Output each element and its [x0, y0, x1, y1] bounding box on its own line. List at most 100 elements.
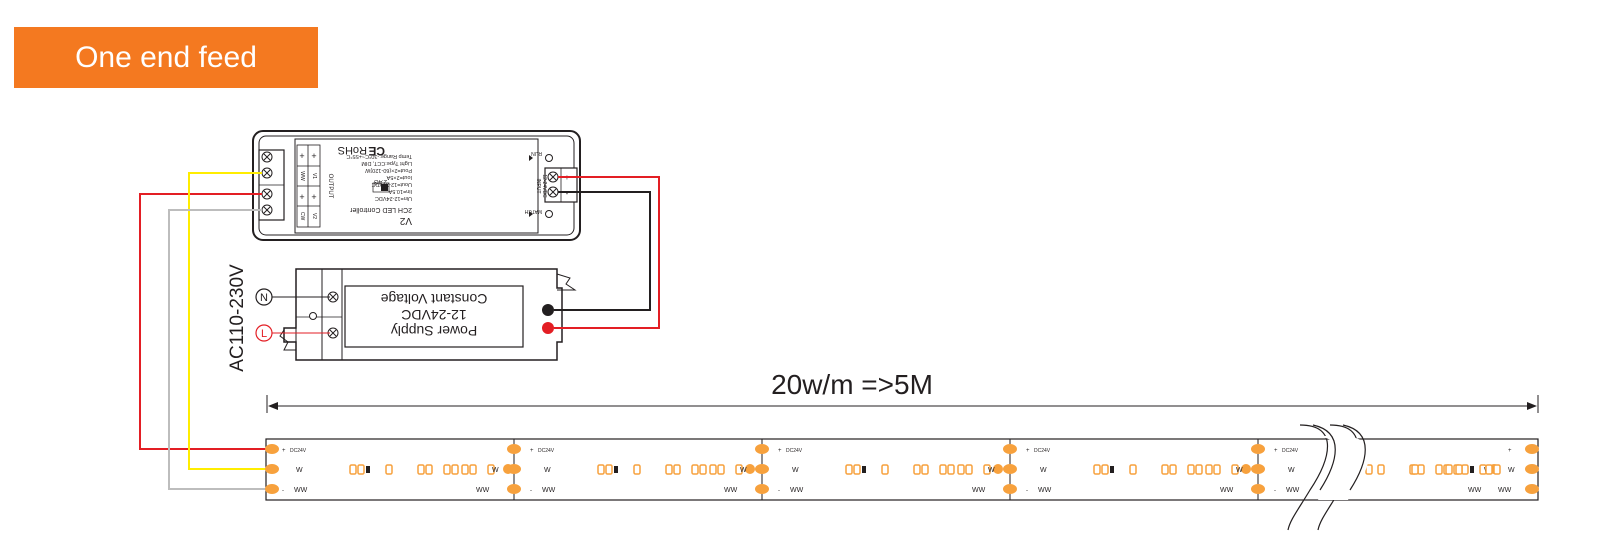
led-chip [443, 464, 451, 475]
led-chip [1411, 464, 1419, 475]
pad-w-label: W [1288, 467, 1295, 474]
led-pad-dot [745, 464, 755, 474]
solder-pad [755, 444, 769, 454]
led-chip [1195, 464, 1203, 475]
led-chip [451, 464, 459, 475]
input-label: INPUT [535, 179, 541, 194]
live-label: L [261, 328, 267, 340]
led-pad-dot [993, 464, 1003, 474]
output-plus-1: + [299, 151, 304, 161]
run-arrow-icon [529, 211, 533, 217]
ac-input: AC110-230V N L [227, 264, 330, 372]
solder-pad [507, 444, 521, 454]
led-chip [845, 464, 853, 475]
psu-label-text: Power Supply 12-24VDC Constant Voltage [380, 291, 487, 339]
led-chip [1205, 464, 1213, 475]
led-chip [947, 464, 955, 475]
spec-temp-range: Temp Range:-30°C~+55°C [346, 153, 412, 159]
led-chip [921, 464, 929, 475]
led-chip [633, 464, 641, 475]
pad-ww-label: WW [542, 487, 556, 494]
controller-output-terminal [258, 149, 285, 221]
ground-point-icon [309, 312, 317, 320]
pad-minus-label: - [1274, 488, 1276, 494]
match-button-icon [545, 154, 553, 162]
wire-strip-ww [168, 209, 266, 490]
psu-line-1: Power Supply [391, 323, 477, 339]
led-chip [1231, 464, 1239, 475]
led-chip [709, 464, 717, 475]
solder-pad [1525, 464, 1539, 474]
pad-plus-label: + [530, 448, 534, 454]
led-chip [1101, 464, 1109, 475]
controller-label-text: V2 2CH LED Controller Uin=12-24VDC Iin=1… [338, 144, 542, 226]
pad-ww-label: WW [790, 487, 804, 494]
controller-name: 2CH LED Controller [349, 206, 412, 213]
output-pin-table: + + + + WW V1 CW V2 OUTPUT [296, 144, 333, 228]
led-chip [957, 464, 965, 475]
strip-break-mark [1287, 424, 1370, 531]
pad-w-label: W [792, 467, 799, 474]
spec-light-type: Light Type:CCT, DIM [361, 160, 412, 166]
led-chip [1435, 464, 1443, 475]
rohs-mark: RoHS [338, 144, 367, 156]
solder-pad [1251, 444, 1265, 454]
arrow-left-icon [268, 402, 278, 410]
pad-w-label: W [1040, 467, 1047, 474]
output-plus-3: + [299, 192, 304, 202]
led-chip [1169, 464, 1177, 475]
spec-iout: Iout=2×5A [386, 174, 412, 180]
led-chip [1493, 464, 1501, 475]
ce-mark: CE [368, 144, 385, 158]
power-supply: Power Supply 12-24VDC Constant Voltage [279, 268, 577, 361]
pad-ww-label: WW [294, 487, 308, 494]
pad-plus-label: + [1274, 448, 1278, 454]
resistor [614, 466, 618, 473]
solder-pad [755, 484, 769, 494]
pad-plus-label: + [1026, 448, 1030, 454]
voltage-label: DC24V [786, 448, 803, 454]
page-title: One end feed [75, 40, 257, 74]
voltage-label: DC24V [538, 448, 555, 454]
solder-pad [507, 464, 521, 474]
ac-voltage-label: AC110-230V [227, 264, 248, 372]
led-chip [1445, 464, 1453, 475]
solder-pad [1251, 484, 1265, 494]
pad-minus-label: - [1026, 488, 1028, 494]
input-minus: - [566, 189, 569, 198]
led-chip [1129, 464, 1137, 475]
output-label: OUTPUT [327, 174, 333, 199]
title-banner: One end feed [14, 27, 318, 88]
pad-plus-label: + [282, 448, 286, 454]
led-chip [1093, 464, 1101, 475]
voltage-label: DC24V [1282, 448, 1299, 454]
led-chip [1365, 464, 1373, 475]
led-chip [1377, 464, 1385, 475]
pad-ww-label: WW [1038, 487, 1052, 494]
run-label: RUN [531, 150, 542, 156]
pad-ww-label-end: WW [1468, 487, 1482, 494]
pad-w-label-end: W [740, 467, 747, 474]
solder-pad [755, 464, 769, 474]
output-pin-v2: V2 [311, 213, 317, 219]
output-pin-ww: WW [299, 171, 305, 181]
led-chip [1485, 464, 1493, 475]
led-chip [487, 464, 495, 475]
led-chip [691, 464, 699, 475]
resistor [1110, 466, 1114, 473]
psu-line-3: Constant Voltage [380, 291, 487, 307]
pad-ww-label-end: WW [972, 487, 986, 494]
pad-minus-label: - [282, 488, 284, 494]
solder-pad [265, 484, 279, 494]
led-chip [461, 464, 469, 475]
led-chip [417, 464, 425, 475]
led-chip [349, 464, 357, 475]
length-dimension: 20w/m =>5M [266, 369, 1539, 413]
pad-w-label-end: W [988, 467, 995, 474]
psu-negative-output [542, 304, 554, 316]
led-chip [881, 464, 889, 475]
led-chip [939, 464, 947, 475]
output-pin-cw: CW [299, 212, 305, 221]
arrow-right-icon [1527, 402, 1537, 410]
